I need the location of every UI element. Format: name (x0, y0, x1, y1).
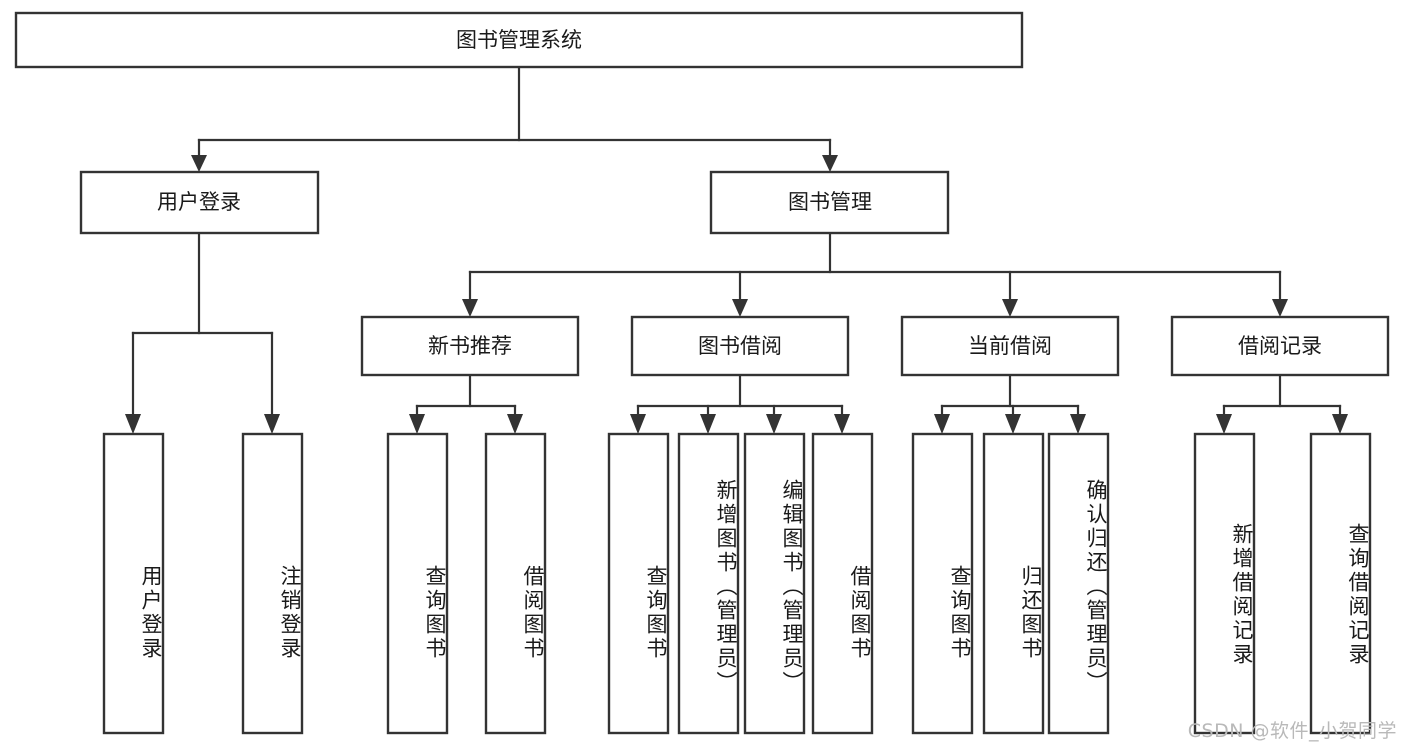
arrowhead-leaf-query-record (1332, 414, 1348, 434)
node-borrow-record[interactable]: 借阅记录 (1170, 315, 1390, 377)
node-leaf-add-book-box[interactable] (677, 432, 740, 735)
connector-layer (125, 65, 1348, 434)
watermark-text: CSDN @软件_小贺同学 (1187, 720, 1397, 742)
node-leaf-confirm-return-box[interactable] (1047, 432, 1110, 735)
node-leaf-return-book-box[interactable] (982, 432, 1045, 735)
node-book-manage-label: 图书管理 (788, 190, 872, 214)
node-root[interactable]: 图书管理系统 (14, 11, 1024, 69)
node-leaf-logout-login-box[interactable] (241, 432, 304, 735)
arrowhead-leaf-logout-login (264, 414, 280, 434)
node-leaf-add-record-box[interactable] (1193, 432, 1256, 735)
arrowhead-current-borrow (1002, 299, 1018, 317)
arrowhead-leaf-user-login (125, 414, 141, 434)
node-book-borrow[interactable]: 图书借阅 (630, 315, 850, 377)
node-layer: 图书管理系统 用户登录 图书管理 新书推荐 图书借阅 当前 (14, 11, 1390, 735)
node-new-book-recommend[interactable]: 新书推荐 (360, 315, 580, 377)
node-book-borrow-label: 图书借阅 (698, 334, 782, 358)
node-user-login-box[interactable] (79, 170, 320, 235)
arrowhead-book-borrow (732, 299, 748, 317)
node-root-label: 图书管理系统 (456, 28, 582, 52)
node-root-box[interactable] (14, 11, 1024, 69)
node-book-manage[interactable]: 图书管理 (709, 170, 950, 235)
node-new-book-recommend-box[interactable] (360, 315, 580, 377)
arrowhead-leaf-query-book-1 (409, 414, 425, 434)
arrowhead-leaf-borrow-book-1 (507, 414, 523, 434)
node-leaf-query-record-box[interactable] (1309, 432, 1372, 735)
arrowhead-borrow-record (1272, 299, 1288, 317)
node-leaf-query-book-2-box[interactable] (607, 432, 670, 735)
node-leaf-edit-book-box[interactable] (743, 432, 806, 735)
node-user-login[interactable]: 用户登录 (79, 170, 320, 235)
node-borrow-record-box[interactable] (1170, 315, 1390, 377)
arrowhead-leaf-query-book-2 (630, 414, 646, 434)
node-new-book-recommend-label: 新书推荐 (428, 334, 512, 358)
node-current-borrow[interactable]: 当前借阅 (900, 315, 1120, 377)
arrowhead-leaf-borrow-book-2 (834, 414, 850, 434)
node-book-borrow-box[interactable] (630, 315, 850, 377)
node-leaf-query-book-3-box[interactable] (911, 432, 974, 735)
node-current-borrow-box[interactable] (900, 315, 1120, 377)
arrowhead-leaf-query-book-3 (934, 414, 950, 434)
arrowhead-leaf-return-book (1005, 414, 1021, 434)
node-borrow-record-label: 借阅记录 (1238, 334, 1322, 358)
node-leaf-borrow-book-2-box[interactable] (811, 432, 874, 735)
arrowhead-leaf-edit-book (766, 414, 782, 434)
arrowhead-leaf-confirm-return (1070, 414, 1086, 434)
arrowhead-user-login (191, 155, 207, 172)
arrowhead-book-manage (822, 155, 838, 172)
node-leaf-user-login-box[interactable] (102, 432, 165, 735)
arrowhead-leaf-add-book (700, 414, 716, 434)
arrowhead-new-book-recommend (462, 299, 478, 317)
node-leaf-query-book-1-box[interactable] (386, 432, 449, 735)
node-current-borrow-label: 当前借阅 (968, 334, 1052, 358)
node-leaf-borrow-book-1-box[interactable] (484, 432, 547, 735)
arrowhead-leaf-add-record (1216, 414, 1232, 434)
node-user-login-label: 用户登录 (157, 190, 241, 214)
node-book-manage-box[interactable] (709, 170, 950, 235)
